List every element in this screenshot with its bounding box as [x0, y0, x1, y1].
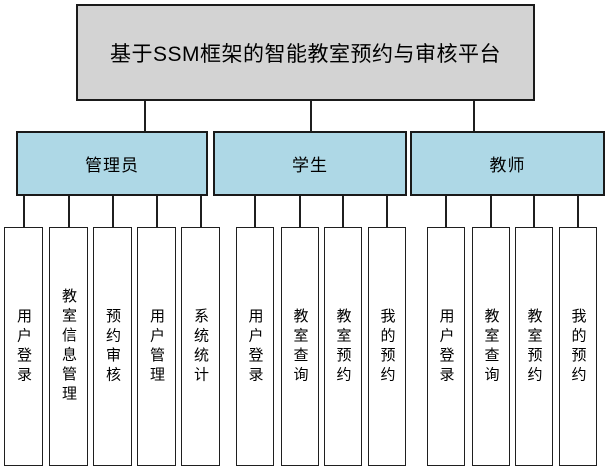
module-label: 我的预约: [378, 307, 396, 386]
root-title-label: 基于SSM框架的智能教室预约与审核平台: [109, 42, 501, 66]
connector-line: [445, 196, 447, 227]
role-box-teacher: 教师: [410, 131, 605, 196]
module-label: 用户登录: [15, 307, 32, 386]
connector-line: [490, 196, 492, 227]
module-box: 教室信息管理: [49, 227, 88, 466]
module-box: 教室预约: [515, 227, 553, 466]
connector-line: [144, 101, 146, 131]
module-label: 用户登录: [246, 307, 264, 386]
module-label: 教室查询: [482, 307, 500, 386]
root-title-box: 基于SSM框架的智能教室预约与审核平台: [76, 4, 535, 101]
module-label: 教室预约: [525, 307, 543, 386]
module-box: 教室查询: [281, 227, 319, 466]
module-label: 教室查询: [291, 307, 309, 386]
module-label: 预约审核: [104, 307, 121, 386]
module-box: 我的预约: [368, 227, 406, 466]
role-box-admin: 管理员: [16, 131, 208, 196]
module-label: 用户管理: [148, 307, 165, 386]
connector-line: [342, 196, 344, 227]
role-box-student: 学生: [213, 131, 407, 196]
module-box: 预约审核: [93, 227, 132, 466]
module-box: 教室预约: [324, 227, 362, 466]
role-label-admin: 管理员: [85, 156, 139, 175]
module-label: 系统统计: [192, 307, 209, 386]
module-box: 用户登录: [4, 227, 43, 466]
connector-line: [155, 196, 158, 227]
connector-line: [577, 196, 579, 227]
module-box: 用户登录: [236, 227, 274, 466]
role-label-student: 学生: [292, 156, 328, 175]
role-label-teacher: 教师: [489, 156, 526, 175]
module-label: 教室信息管理: [60, 288, 77, 405]
module-box: 用户管理: [137, 227, 176, 466]
module-label: 我的预约: [569, 307, 587, 386]
connector-line: [199, 196, 202, 227]
connector-line: [254, 196, 256, 227]
module-box: 系统统计: [181, 227, 220, 466]
module-box: 用户登录: [427, 227, 465, 466]
connector-line: [386, 196, 388, 227]
module-label: 用户登录: [437, 307, 455, 386]
connector-line: [67, 196, 70, 227]
connector-line: [111, 196, 114, 227]
module-box: 教室查询: [472, 227, 510, 466]
connector-line: [299, 196, 301, 227]
module-label: 教室预约: [334, 307, 352, 386]
module-box: 我的预约: [559, 227, 597, 466]
connector-line: [22, 196, 25, 227]
connector-line: [473, 101, 475, 131]
connector-line: [310, 101, 312, 131]
connector-line: [533, 196, 535, 227]
